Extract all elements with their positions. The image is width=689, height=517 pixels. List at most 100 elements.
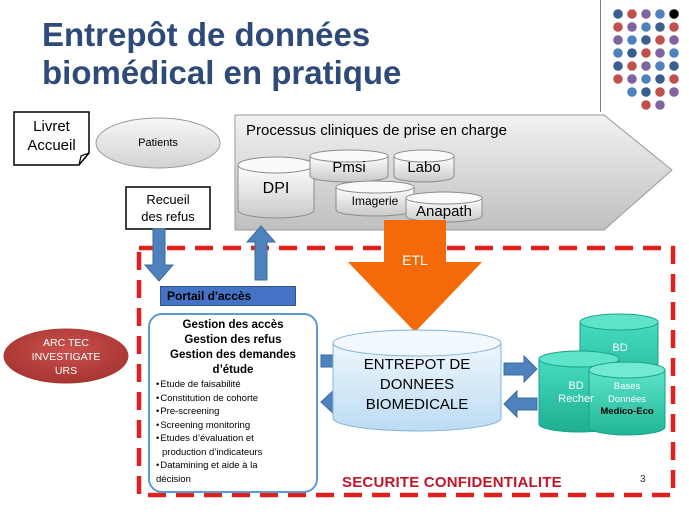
recueil-label: Recueil des refus xyxy=(126,191,210,225)
slide-title: Entrepôt de données biomédical en pratiq… xyxy=(42,16,401,92)
decor-dot xyxy=(641,87,651,97)
gestion-item: Etude de faisabilité xyxy=(156,378,262,392)
decor-dot xyxy=(641,100,651,110)
gestion-item: Datamining et aide à la xyxy=(156,459,262,473)
gestion-item: Pre-screening xyxy=(156,405,262,419)
arc-line-3: URS xyxy=(54,365,78,377)
decor-dot xyxy=(669,35,679,45)
bd-mid-line-2: Recher xyxy=(558,393,594,405)
recueil-box xyxy=(125,186,211,230)
bd-front-line-1: Bases xyxy=(613,381,641,392)
decor-dot xyxy=(627,35,637,45)
arc-label: ARC TEC INVESTIGATE URS xyxy=(14,336,118,378)
decor-dot xyxy=(655,35,665,45)
dpi-cylinder xyxy=(237,156,315,219)
etl-label: ETL xyxy=(402,252,428,268)
title-line-1: Entrepôt de données xyxy=(42,16,371,53)
anapath-cylinder xyxy=(405,191,483,223)
entrepot-line-3: BIOMEDICALE xyxy=(365,396,469,413)
gestion-demandes-etude: d’étude xyxy=(212,364,254,376)
decor-dot xyxy=(613,48,623,58)
decor-dot xyxy=(655,9,665,19)
decor-dot xyxy=(655,61,665,71)
bd-to-entrepot-arrow xyxy=(503,389,538,419)
slide-number: 3 xyxy=(640,474,646,485)
decor-dot xyxy=(613,35,623,45)
dot-grid-decoration xyxy=(613,9,679,110)
decor-dot xyxy=(613,61,623,71)
bd-front-label: Bases Données Medico-Eco xyxy=(589,381,665,419)
decor-dot xyxy=(613,74,623,84)
decor-dot xyxy=(669,74,679,84)
decor-dot xyxy=(655,74,665,84)
patients-label: Patients xyxy=(138,137,178,149)
gestion-item: Constitution de cohorte xyxy=(156,392,262,406)
livret-label: Livret Accueil xyxy=(14,117,89,155)
livret-document xyxy=(13,111,90,166)
entrepot-to-bd-arrow xyxy=(503,354,538,384)
arc-line-1: ARC TEC xyxy=(43,337,89,349)
securite-label: SECURITE CONFIDENTIALITE xyxy=(342,474,562,491)
entrepot-cylinder xyxy=(332,329,502,432)
decor-dot xyxy=(613,22,623,32)
decor-dot xyxy=(641,35,651,45)
decor-dot xyxy=(655,87,665,97)
bd-mid-line-1: BD xyxy=(568,380,584,392)
arc-line-2: INVESTIGATE xyxy=(31,351,101,363)
decor-dot xyxy=(655,100,665,110)
bd-front-cylinder xyxy=(588,361,666,436)
decor-dot xyxy=(641,48,651,58)
title-divider xyxy=(600,0,601,112)
decor-dot xyxy=(627,9,637,19)
bd-mid-label: BD Recher xyxy=(546,380,606,406)
recueil-line-2: des refus xyxy=(141,209,195,224)
gestion-item: Etudes d’évaluation et xyxy=(156,432,262,446)
decor-dot xyxy=(641,22,651,32)
title-line-2: biomédical en pratique xyxy=(42,54,402,91)
gestion-item-cont: décision xyxy=(156,473,191,485)
etl-arrow xyxy=(348,220,482,332)
bd-front-line-2: Données xyxy=(607,393,647,405)
gestion-item: Screening monitoring xyxy=(156,419,262,433)
dpi-label: DPI xyxy=(262,180,290,197)
decor-dot xyxy=(669,48,679,58)
livret-line-2: Accueil xyxy=(27,137,76,154)
decor-dot xyxy=(627,48,637,58)
bd-back-label: BD xyxy=(612,342,628,354)
decor-dot xyxy=(641,9,651,19)
anapath-label: Anapath xyxy=(416,203,472,220)
decor-dot xyxy=(655,48,665,58)
imagerie-cylinder xyxy=(335,180,415,217)
gestion-items-list: Etude de faisabilité Constitution de coh… xyxy=(156,378,262,486)
decor-dot xyxy=(669,87,679,97)
gestion-refus: Gestion des refus xyxy=(184,334,282,346)
gestion-demandes: Gestion des demandes xyxy=(170,349,296,361)
entrepot-line-2: DONNEES xyxy=(379,376,455,393)
decor-dot xyxy=(669,9,679,19)
entrepot-label: ENTREPOT DE DONNEES BIOMEDICALE xyxy=(333,355,501,415)
decor-dot xyxy=(641,61,651,71)
decor-dot xyxy=(627,22,637,32)
gestion-acces: Gestion des accès xyxy=(182,319,284,331)
pmsi-cylinder xyxy=(309,149,389,183)
patients-oval xyxy=(95,117,221,169)
decor-dot xyxy=(627,74,637,84)
decor-dot xyxy=(669,61,679,71)
arc-oval xyxy=(0,325,132,387)
recueil-line-1: Recueil xyxy=(146,192,190,207)
labo-label: Labo xyxy=(407,159,441,176)
gestion-panel: Gestion des accès Gestion des refus Gest… xyxy=(148,313,318,493)
portail-acces-bar: Portail d'accès xyxy=(160,286,296,306)
recueil-down-arrow xyxy=(143,228,175,282)
pmsi-label: Pmsi xyxy=(332,159,366,176)
decor-dot xyxy=(655,22,665,32)
decor-dot xyxy=(641,74,651,84)
labo-cylinder xyxy=(393,149,455,183)
entrepot-line-1: ENTREPOT DE xyxy=(363,356,471,373)
decor-dot xyxy=(669,22,679,32)
decor-dot xyxy=(627,61,637,71)
livret-line-1: Livret xyxy=(33,118,70,135)
processus-title: Processus cliniques de prise en charge xyxy=(246,122,507,139)
imagerie-label: Imagerie xyxy=(351,194,399,208)
